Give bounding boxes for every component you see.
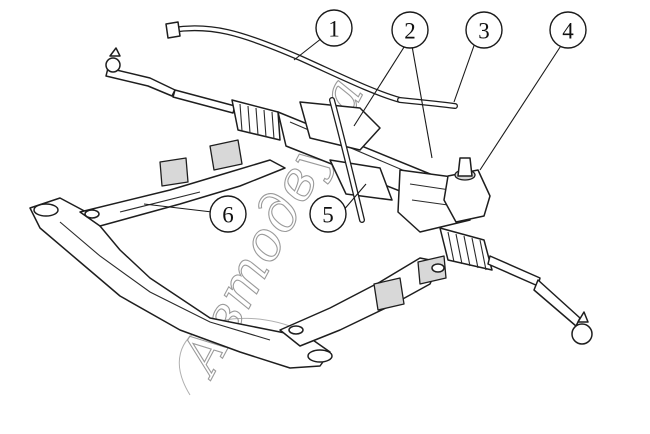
left-boot: [231, 99, 281, 141]
callout-3-label: 3: [478, 19, 490, 44]
callout-6-label: 6: [222, 203, 234, 228]
leader-3: [453, 39, 477, 103]
right-boot: [439, 227, 493, 271]
leader-6: [143, 203, 213, 213]
leader-2b: [411, 45, 433, 159]
leader-4: [479, 37, 567, 171]
callout-2: 2: [391, 11, 429, 49]
callout-1-label: 1: [328, 17, 340, 42]
rack-housing: [277, 101, 471, 233]
leader-2a: [353, 43, 407, 127]
right-tie-rod: [487, 255, 593, 345]
subframe: [29, 139, 447, 369]
callout-1: 1: [315, 9, 353, 47]
callout-4-label: 4: [562, 19, 574, 44]
callout-5-label: 5: [322, 203, 334, 228]
callout-5: 5: [309, 195, 347, 233]
leader-1: [293, 37, 323, 61]
left-tie-rod: [105, 47, 236, 114]
callout-4: 4: [549, 11, 587, 49]
callout-6: 6: [209, 195, 247, 233]
callout-2-label: 2: [404, 19, 416, 44]
pinion-valve: [443, 157, 491, 223]
callout-3: 3: [465, 11, 503, 49]
leader-lines: [143, 37, 567, 213]
leader-5: [341, 183, 367, 213]
pressure-hoses: [165, 21, 458, 223]
